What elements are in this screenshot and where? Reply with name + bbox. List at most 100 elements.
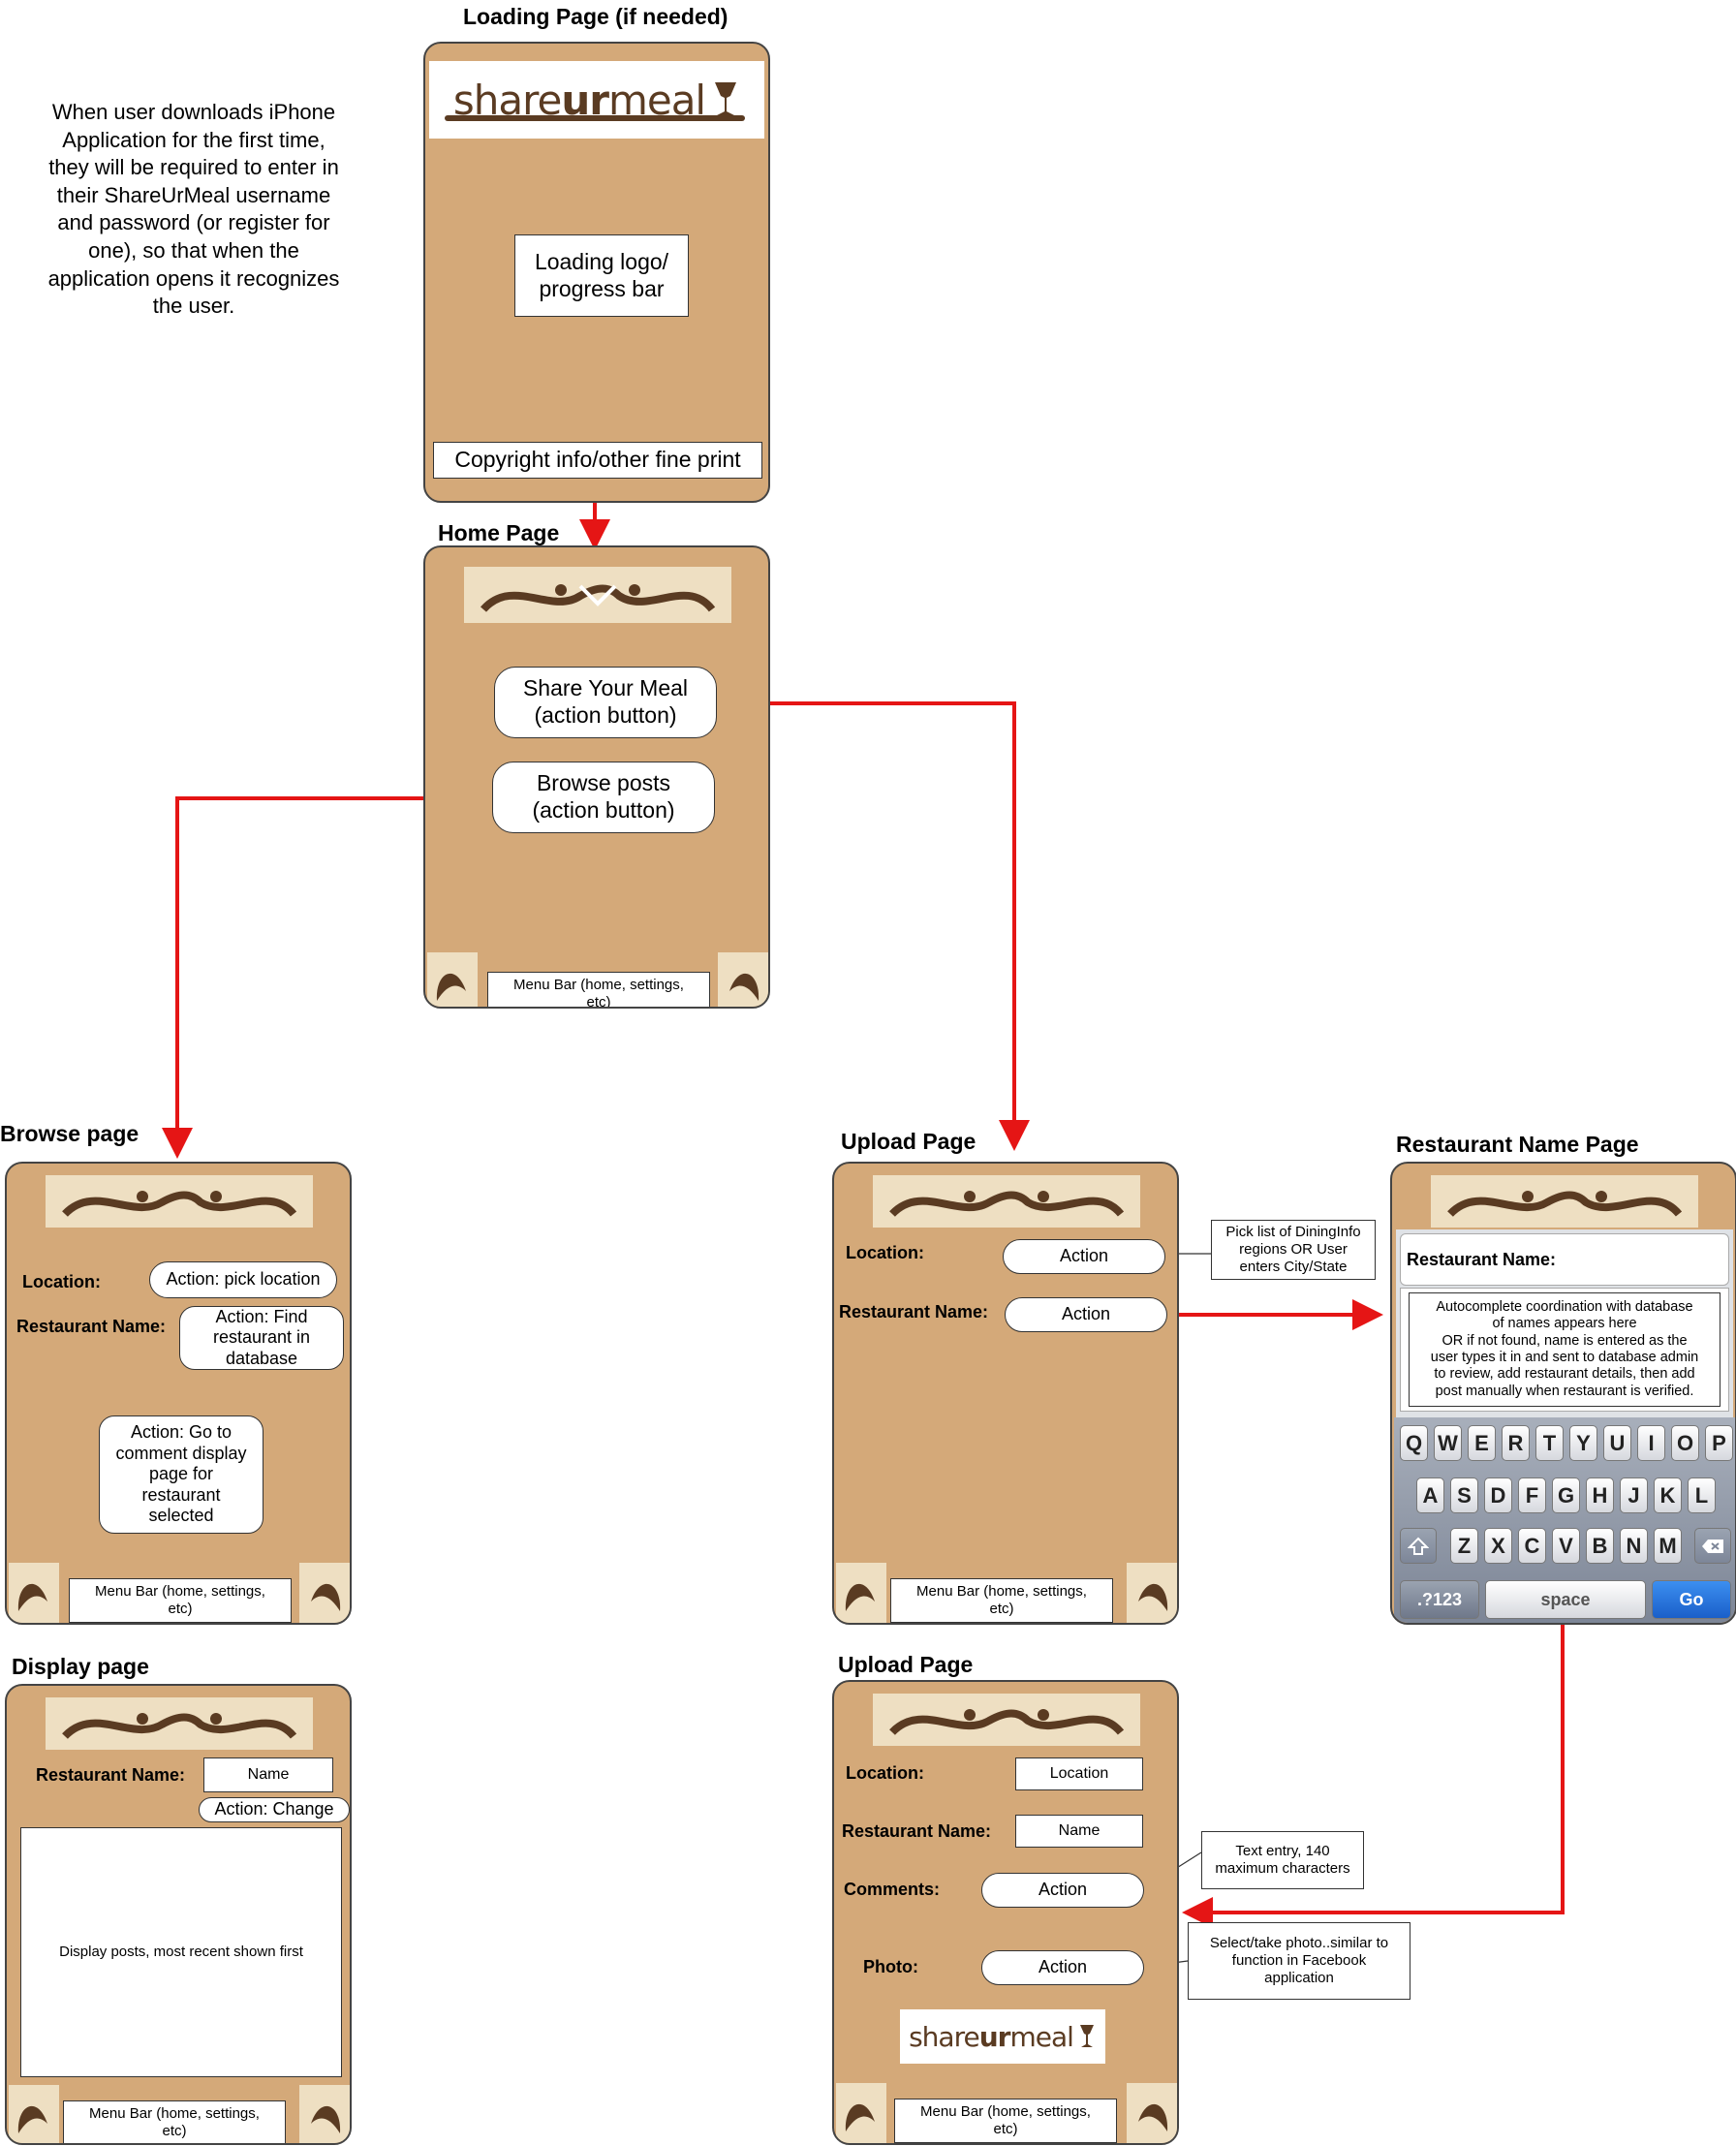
location-action-button[interactable]: Action (1003, 1239, 1165, 1274)
note-line: one), so that when the (88, 237, 299, 263)
corner-ornament-icon (836, 2083, 886, 2143)
display-page-frame: Restaurant Name: Name Action: Change Dis… (5, 1684, 352, 2145)
shareurmeal-logo: shareurmeal (900, 2009, 1105, 2064)
arrow-restaurant-to-upload2 (1182, 1625, 1565, 1928)
key-n[interactable]: N (1620, 1528, 1648, 1564)
menu-bar[interactable]: Menu Bar (home, settings, etc) (69, 1578, 292, 1623)
corner-ornament-icon (718, 952, 768, 1007)
key-p[interactable]: P (1705, 1425, 1733, 1461)
key-d[interactable]: D (1484, 1477, 1512, 1513)
shift-arrow-icon (1408, 1537, 1429, 1555)
header-banner (46, 1175, 313, 1228)
key-j[interactable]: J (1620, 1477, 1648, 1513)
numbers-key[interactable]: .?123 (1400, 1580, 1479, 1619)
key-b[interactable]: B (1586, 1528, 1614, 1564)
header-banner (464, 567, 731, 623)
keyboard: Q W E R T Y U I O P A S D F G H J K L Z … (1394, 1417, 1735, 1623)
key-t[interactable]: T (1535, 1425, 1564, 1461)
key-u[interactable]: U (1603, 1425, 1631, 1461)
key-v[interactable]: V (1552, 1528, 1580, 1564)
corner-ornament-icon (9, 2085, 59, 2143)
ornament-icon (62, 1191, 297, 1217)
location-callout: Pick list of DiningInfo regions OR User … (1211, 1220, 1376, 1280)
home-page-title: Home Page (438, 520, 560, 545)
share-your-meal-button[interactable]: Share Your Meal (action button) (494, 667, 717, 738)
comments-label: Comments: (844, 1880, 941, 1899)
note-line: their ShareUrMeal username (56, 182, 331, 207)
restaurant-name-label: Restaurant Name: (16, 1317, 167, 1336)
key-m[interactable]: M (1654, 1528, 1682, 1564)
menu-bar[interactable]: Menu Bar (home, settings, etc) (894, 2099, 1117, 2143)
ornament-icon (889, 1709, 1125, 1735)
key-z[interactable]: Z (1450, 1528, 1478, 1564)
key-c[interactable]: C (1518, 1528, 1546, 1564)
key-y[interactable]: Y (1569, 1425, 1597, 1461)
posts-display-area[interactable]: Display posts, most recent shown first (20, 1827, 342, 2077)
photo-action-button[interactable]: Action (981, 1950, 1144, 1985)
restaurant-name-label: Restaurant Name: (36, 1765, 186, 1785)
upload-page-2-title: Upload Page (838, 1652, 974, 1677)
ornament-icon (62, 1713, 297, 1739)
location-value: Location (1015, 1757, 1143, 1790)
note-line: and password (or register for (57, 210, 330, 235)
go-to-comments-button[interactable]: Action: Go to comment display page for r… (99, 1415, 264, 1534)
restaurant-name-field[interactable]: Restaurant Name: (1400, 1233, 1729, 1286)
key-g[interactable]: G (1552, 1477, 1580, 1513)
note-line: application opens it recognizes (47, 265, 340, 291)
backspace-icon (1702, 1539, 1723, 1553)
photo-label: Photo: (863, 1957, 918, 1976)
key-e[interactable]: E (1468, 1425, 1496, 1461)
shift-key[interactable] (1400, 1528, 1437, 1564)
key-k[interactable]: K (1654, 1477, 1682, 1513)
upload-page-title: Upload Page (841, 1129, 976, 1154)
browse-posts-button[interactable]: Browse posts (action button) (492, 762, 715, 833)
autocomplete-list[interactable]: Autocomplete coordination with database … (1400, 1288, 1729, 1412)
key-s[interactable]: S (1450, 1477, 1478, 1513)
menu-bar[interactable]: Menu Bar (home, settings, etc) (487, 972, 710, 1007)
arrow-home-to-browse (162, 796, 490, 1159)
key-w[interactable]: W (1434, 1425, 1462, 1461)
header-banner (1431, 1175, 1698, 1228)
restaurant-name-page-frame: Restaurant Name: Autocomplete coordinati… (1390, 1162, 1736, 1625)
space-key[interactable]: space (1485, 1580, 1646, 1619)
menu-bar[interactable]: Menu Bar (home, settings, etc) (63, 2100, 286, 2143)
corner-ornament-icon (299, 1563, 350, 1623)
corner-ornament-icon (1127, 2083, 1177, 2143)
restaurant-name-page-title: Restaurant Name Page (1396, 1132, 1639, 1157)
key-h[interactable]: H (1586, 1477, 1614, 1513)
corner-ornament-icon (299, 2085, 350, 2143)
note-line: they will be required to enter in (48, 155, 339, 180)
text-entry-callout: Text entry, 140 maximum characters (1201, 1831, 1364, 1889)
key-q[interactable]: Q (1400, 1425, 1428, 1461)
comments-action-button[interactable]: Action (981, 1873, 1144, 1908)
restaurant-name-value: Name (1015, 1815, 1143, 1848)
corner-ornament-icon (427, 952, 478, 1007)
home-page-frame: Share Your Meal (action button) Browse p… (423, 545, 770, 1009)
menu-bar[interactable]: Menu Bar (home, settings, etc) (890, 1578, 1113, 1623)
loading-progress-box: Loading logo/ progress bar (514, 234, 689, 317)
intro-note: When user downloads iPhone Application f… (24, 99, 363, 321)
go-key[interactable]: Go (1652, 1580, 1731, 1619)
browse-page-frame: Location: Action: pick location Restaura… (5, 1162, 352, 1625)
ornament-icon (889, 1191, 1125, 1217)
header-banner (873, 1694, 1140, 1746)
delete-key[interactable] (1694, 1528, 1731, 1564)
shareurmeal-logo: shareurmeal (429, 61, 764, 139)
key-o[interactable]: O (1671, 1425, 1699, 1461)
restaurant-action-button[interactable]: Action (1005, 1297, 1167, 1332)
ornament-icon (480, 584, 716, 612)
note-line: the user. (152, 294, 235, 319)
key-l[interactable]: L (1688, 1477, 1716, 1513)
autocomplete-note: Autocomplete coordination with database … (1409, 1292, 1720, 1407)
key-r[interactable]: R (1502, 1425, 1530, 1461)
key-x[interactable]: X (1484, 1528, 1512, 1564)
browse-page-title: Browse page (0, 1121, 140, 1146)
find-restaurant-button[interactable]: Action: Find restaurant in database (179, 1306, 344, 1370)
change-restaurant-button[interactable]: Action: Change (199, 1797, 350, 1822)
upload-page-2-frame: Location: Location Restaurant Name: Name… (832, 1680, 1179, 2145)
key-i[interactable]: I (1637, 1425, 1665, 1461)
pick-location-button[interactable]: Action: pick location (149, 1261, 337, 1298)
key-a[interactable]: A (1416, 1477, 1444, 1513)
location-label: Location: (846, 1243, 924, 1262)
key-f[interactable]: F (1518, 1477, 1546, 1513)
